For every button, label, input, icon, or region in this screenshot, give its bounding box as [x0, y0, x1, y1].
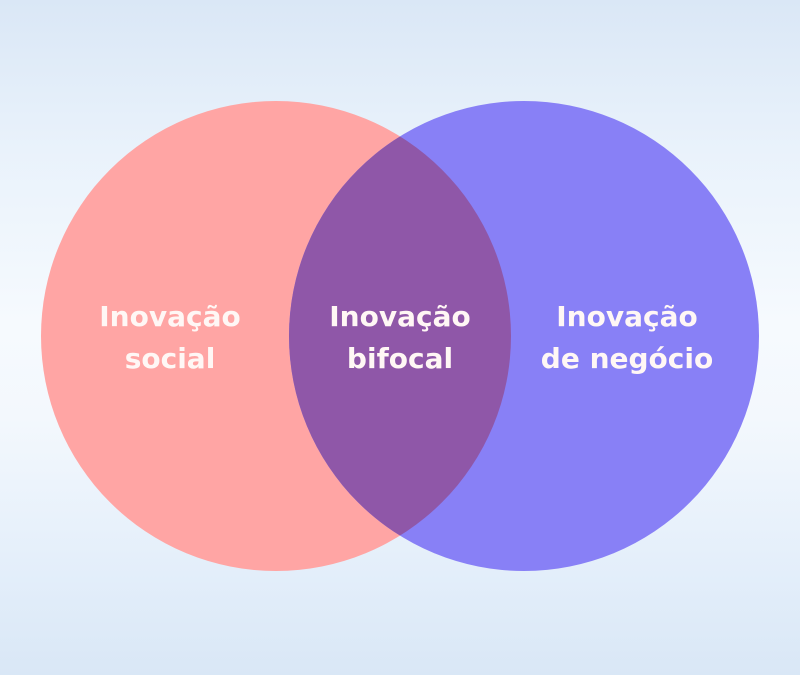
overlap-bifocal-innovation — [289, 101, 511, 571]
label-left-line1: Inovação — [99, 300, 241, 333]
label-social-innovation: Inovação social — [50, 296, 290, 380]
label-business-innovation: Inovação de negócio — [507, 296, 747, 380]
label-center-line1: Inovação — [329, 300, 471, 333]
label-bifocal-innovation: Inovação bifocal — [280, 296, 520, 380]
label-right-line1: Inovação — [556, 300, 698, 333]
label-right-line2: de negócio — [540, 342, 714, 375]
label-center-line2: bifocal — [346, 342, 454, 375]
label-left-line2: social — [124, 342, 216, 375]
